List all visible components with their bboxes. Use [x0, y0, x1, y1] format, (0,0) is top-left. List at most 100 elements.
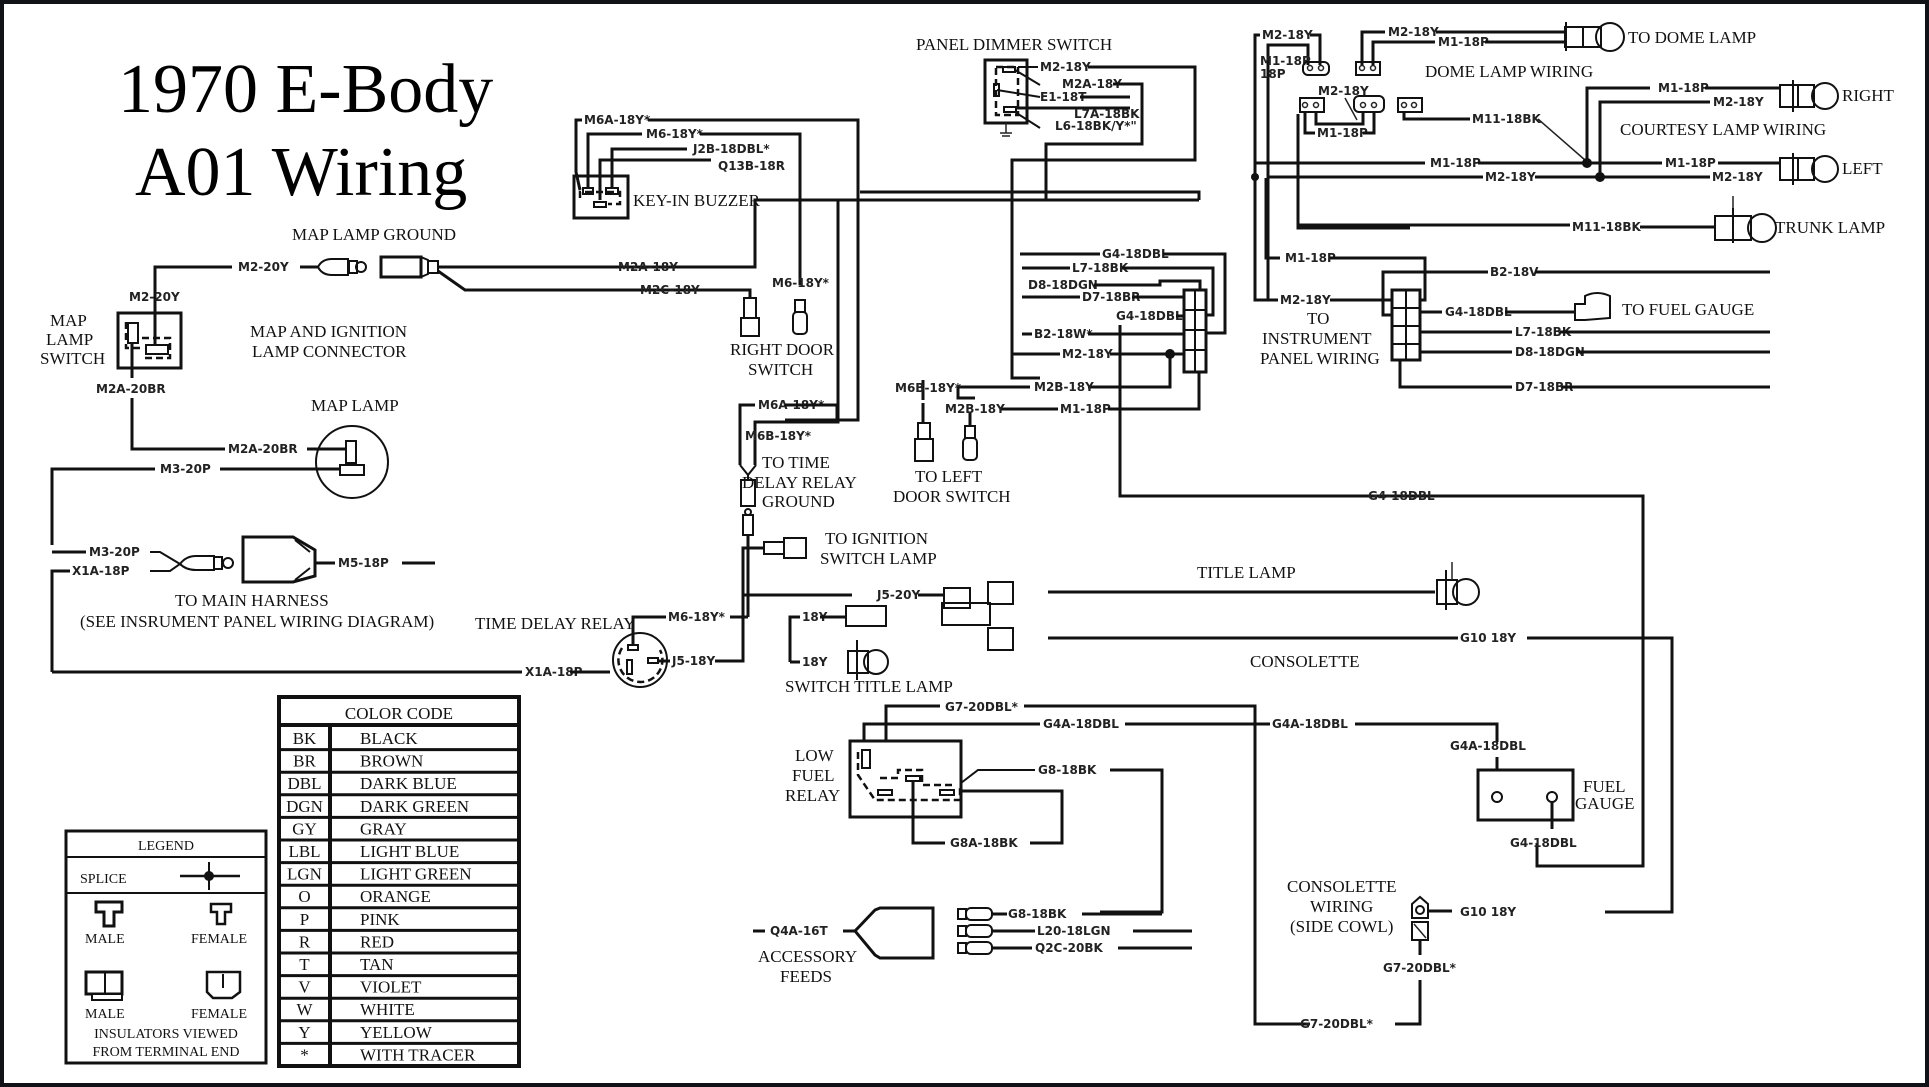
color-code-name: DARK GREEN: [360, 797, 469, 816]
low-fuel-caption-2: FUEL: [792, 766, 835, 785]
wire-segment: [911, 781, 945, 845]
wire-segment: [1314, 112, 1365, 126]
consolette-wiring-section: CONSOLETTE WIRING (SIDE COWL) G10 18Y G7…: [1287, 877, 1516, 1031]
wire-label: M3-20P: [160, 462, 211, 476]
wire-m3-20p: [50, 467, 155, 545]
wire-segment: [1395, 980, 1422, 1026]
consolette-wiring-caption-3: (SIDE COWL): [1290, 917, 1393, 936]
color-code-name: TAN: [360, 955, 394, 974]
wire-label: M1-18P: [1430, 156, 1481, 170]
color-code-abbr: P: [300, 910, 309, 929]
switch-title-lamp-caption: SWITCH TITLE LAMP: [785, 677, 953, 696]
wire-label: L20-18LGN: [1037, 924, 1111, 938]
wire-q13b: [598, 158, 711, 200]
wire-label: M2-18Y: [1713, 95, 1764, 109]
wire-segment: [753, 200, 840, 465]
wire-segment: [1537, 118, 1586, 161]
title-line-1: 1970 E-Body: [118, 51, 493, 128]
fuel-gauge-sender-icon: [1574, 292, 1611, 321]
wire-label: G4A-18DBL: [1272, 717, 1348, 731]
male-terminal-icon: [94, 900, 124, 928]
legend-male-label: MALE: [85, 932, 125, 947]
color-code-name: VIOLET: [360, 978, 422, 997]
dome-lamp-wiring-caption: DOME LAMP WIRING: [1425, 62, 1593, 81]
wire-label: G8-18BK: [1038, 763, 1097, 777]
to-dome-lamp-caption: TO DOME LAMP: [1628, 28, 1756, 47]
wire-label: M2A-18Y: [618, 260, 678, 274]
dome-connector-1-icon: [1302, 61, 1330, 76]
wire-segment: [1024, 704, 1310, 1026]
color-code-name: WHITE: [360, 1000, 415, 1019]
map-lamp-caption: MAP LAMP: [311, 396, 399, 415]
wire-label: M1-18P: [1665, 156, 1716, 170]
wire-label: M2-20Y: [238, 260, 289, 274]
fuel-gauge-caption-1: FUEL: [1583, 777, 1626, 796]
legend-note-2: FROM TERMINAL END: [92, 1045, 239, 1060]
wire-segment: [1088, 354, 1172, 389]
wire-label: Q13B-18R: [718, 159, 785, 173]
wire-segment: [715, 546, 764, 663]
wire-label: L6-18BK/Y*": [1055, 119, 1137, 133]
wire-label: L7A-18BK: [1074, 107, 1140, 121]
legend-box: LEGEND SPLICE MALE FEMALE MALE FEMALE IN…: [64, 829, 268, 1065]
low-fuel-relay-icon: [848, 739, 963, 819]
wire-label: M1-18P: [1285, 251, 1336, 265]
wire-label: D8-18DGN: [1515, 345, 1585, 359]
title-lamp-icon: [1436, 562, 1480, 610]
color-code-abbr: LGN: [287, 865, 322, 884]
accessory-feed-connector-icon: [852, 906, 993, 960]
key-in-buzzer-caption: KEY-IN BUZZER: [633, 191, 761, 210]
wire-label: G4A-18DBL: [1450, 739, 1526, 753]
wire-label: M1-18P: [1658, 81, 1709, 95]
color-code-name: DARK BLUE: [360, 774, 457, 793]
wire-segment: [1363, 112, 1376, 135]
wire-m2-20y: [153, 265, 232, 313]
legend-header: LEGEND: [138, 839, 194, 854]
main-harness-connector-icon: [150, 535, 317, 584]
wire-m6: [586, 132, 642, 188]
right-courtesy-lamp-icon: [1779, 80, 1839, 112]
wire-segment: [1122, 266, 1215, 317]
color-code-name: YELLOW: [360, 1023, 433, 1042]
right-door-female-connector-icon: [792, 299, 808, 335]
color-code-name: LIGHT GREEN: [360, 865, 472, 884]
arrow-pointer: [1344, 97, 1358, 121]
ignition-lamp-caption-2: SWITCH LAMP: [820, 549, 937, 568]
dome-connector-3-icon: [1299, 95, 1423, 113]
title-line-2: A01 Wiring: [135, 134, 467, 211]
wire-label: D7-18BR: [1515, 380, 1573, 394]
wire-label: M6-18Y*: [646, 127, 704, 141]
wire-label: L7-18BK: [1515, 325, 1572, 339]
wire-label: M2A-20BR: [96, 382, 166, 396]
color-code-name: GRAY: [360, 819, 407, 838]
wire-segment: [1303, 112, 1315, 135]
wire-segment: [648, 118, 860, 422]
color-code-name: LIGHT BLUE: [360, 842, 459, 861]
wire-segment: [1360, 30, 1385, 65]
map-lamp-icon: [315, 425, 389, 499]
wire-segment: [1014, 111, 1041, 129]
fuel-gauge-section: G4A-18DBL FUEL GAUGE G4-18DBL: [1450, 739, 1635, 850]
instrument-panel-connector-section: M1-18P M2-18Y B2-18V G4-18DBL TO FUEL GA…: [1253, 178, 1770, 394]
right-door-switch-section: M6-18Y* RIGHT DOOR SWITCH: [730, 276, 835, 379]
dome-lamp-icon: [1564, 22, 1625, 52]
consolette-caption: CONSOLETTE: [1250, 652, 1360, 671]
title-lamp-caption: TITLE LAMP: [1197, 563, 1296, 582]
wire-label: M1-18P: [1438, 35, 1489, 49]
wire-label: M11-18BK: [1572, 220, 1641, 234]
wire-segment: [1253, 178, 1278, 302]
map-lamp-switch-caption-2: LAMP: [46, 330, 93, 349]
ignition-lamp-connector-icon: [763, 537, 807, 559]
wire-segment: [1355, 722, 1499, 742]
wire-label: G10 18Y: [1460, 905, 1516, 919]
wire-label: M2B-18Y: [945, 402, 1005, 416]
wire-segment: [1598, 100, 1710, 177]
legend-female-label: FEMALE: [191, 932, 247, 947]
wire-label: X1A-18P: [525, 665, 583, 679]
accessory-feeds-caption-2: FEEDS: [780, 967, 832, 986]
time-delay-ground-caption-3: GROUND: [762, 492, 835, 511]
right-door-caption-2: SWITCH: [748, 360, 813, 379]
wire-segment: [1094, 279, 1202, 290]
wire-label: G4-18DBL: [1116, 309, 1183, 323]
